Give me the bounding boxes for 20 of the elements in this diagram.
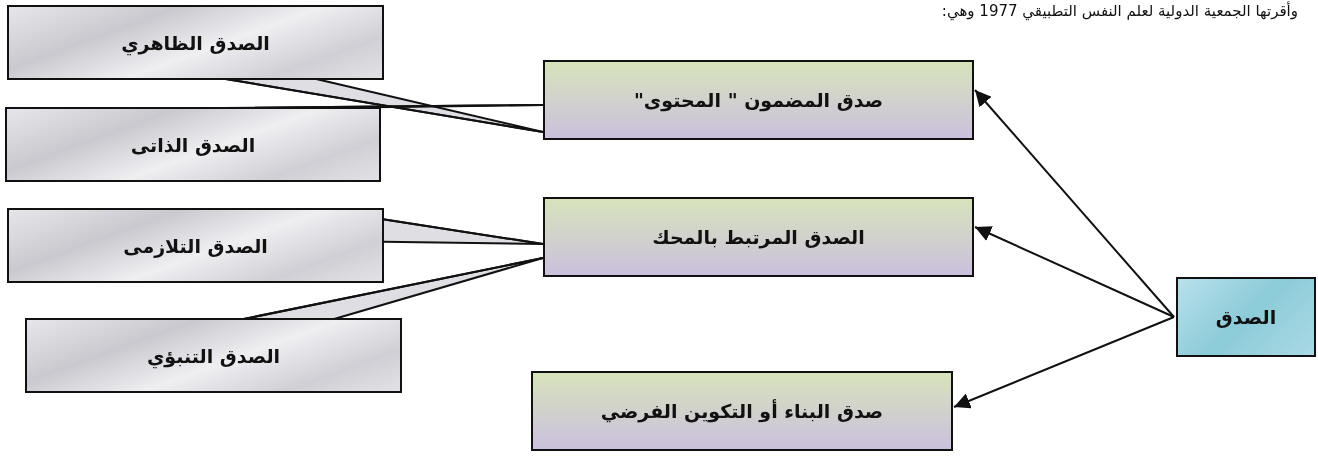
box-text: صدق البناء أو التكوين الفرضي (600, 400, 884, 422)
category-box (531, 371, 953, 451)
root-box (1176, 277, 1316, 357)
box-text: الصدق التلازمى (123, 234, 268, 257)
callout-box (25, 318, 402, 393)
intro-text: وأقرتها الجمعية الدولية لعلم النفس التطبيقي 1977 وهي: (941, 2, 1298, 20)
callout-box (7, 208, 384, 283)
box-text: الصدق الذاتى (130, 133, 256, 156)
box-text: الصدق الظاهري (121, 31, 270, 54)
arrow (974, 89, 1175, 318)
category-box (543, 60, 974, 140)
box-text: صدق المضمون " المحتوى" (633, 89, 884, 111)
box-text: الصدق التنبؤي (146, 344, 281, 367)
box-text: الصدق المرتبط بالمحك (652, 226, 865, 248)
box-text: الصدق (1215, 306, 1277, 328)
callout-box (5, 107, 381, 182)
arrow (974, 226, 1175, 318)
category-box (543, 197, 974, 277)
arrow (953, 316, 1175, 409)
callout-box (7, 5, 384, 80)
